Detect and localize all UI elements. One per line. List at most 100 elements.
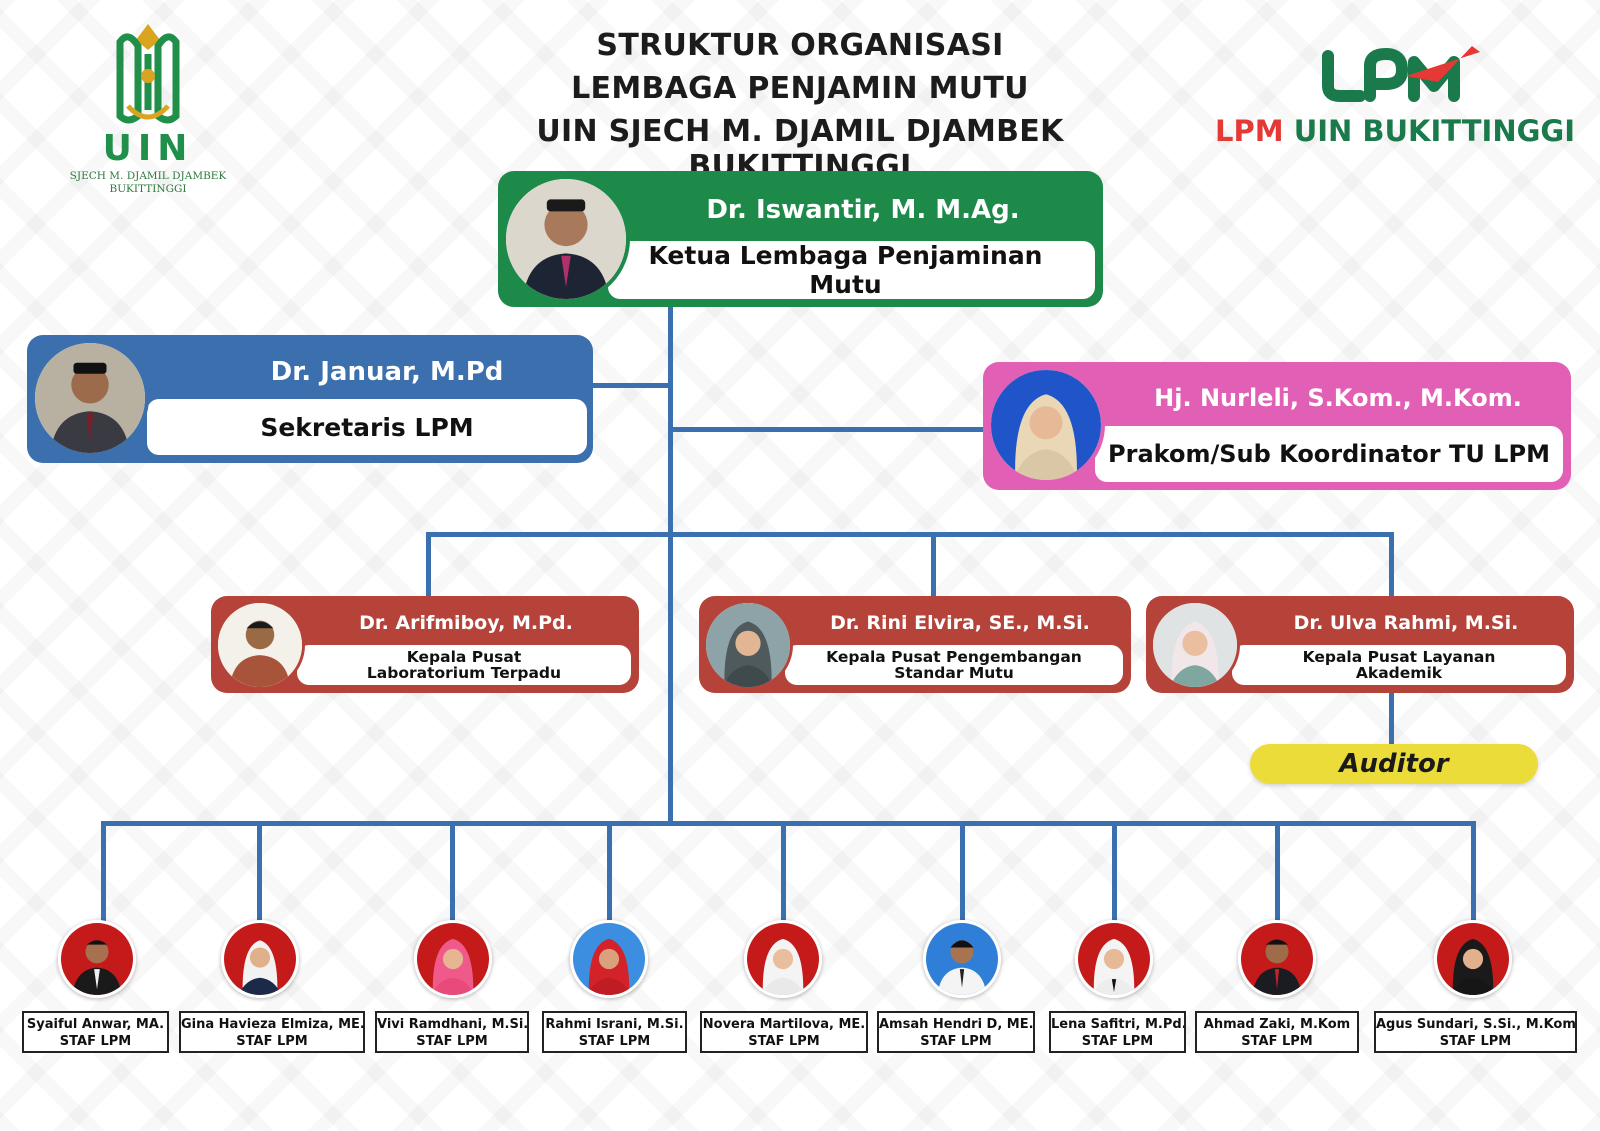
person-icon	[573, 923, 645, 995]
connector-staff-bar	[101, 821, 1476, 826]
sekretaris-card: Sekretaris LPM Dr. Januar, M.Pd	[27, 335, 593, 463]
kepala-pusat-role-2-line-2: Standar Mutu	[894, 664, 1014, 682]
kepala-pusat-role-2-line-1: Kepala Pusat Pengembangan	[826, 648, 1082, 666]
ketua-photo	[502, 175, 630, 303]
staff-title-7: STAF LPM	[1081, 1034, 1154, 1049]
staff-card-9: Agus Sundari, S.Si., M.Kom. STAF LPM	[1374, 1011, 1577, 1053]
uin-logo: UIN SJECH M. DJAMIL DJAMBEK BUKITTINGGI	[68, 20, 228, 200]
staff-card-2: Gina Havieza Elmiza, ME. STAF LPM	[179, 1011, 365, 1053]
connector-staff-1	[101, 821, 106, 921]
staff-card-6: Amsah Hendri D, ME. STAF LPM	[877, 1011, 1035, 1053]
uin-emblem-icon	[116, 24, 180, 124]
staff-name-9: Agus Sundari, S.Si., M.Kom.	[1376, 1017, 1577, 1032]
connector-staff-3	[450, 821, 455, 921]
kepala-pusat-role-3-line-2: Akademik	[1355, 664, 1443, 682]
kepala-pusat-role-1-line-1: Kepala Pusat	[406, 648, 522, 666]
person-icon	[1437, 923, 1509, 995]
staff-title-9: STAF LPM	[1439, 1034, 1512, 1049]
connector-sekretaris	[590, 383, 673, 388]
connector-kepala-bar	[426, 532, 1394, 537]
kepala-pusat-photo-3	[1150, 600, 1240, 690]
kepala-pusat-name-3: Dr. Ulva Rahmi, M.Si.	[1293, 612, 1519, 634]
staff-card-1: Syaiful Anwar, MA. STAF LPM	[22, 1011, 169, 1053]
sekretaris-role-panel: Sekretaris LPM	[147, 399, 587, 455]
prakom-card: Prakom/Sub Koordinator TU LPM Hj. Nurlel…	[983, 362, 1571, 490]
uin-logo-word: UIN	[102, 128, 194, 169]
kepala-pusat-card-2: Kepala Pusat Pengembangan Standar Mutu D…	[699, 596, 1131, 693]
ketua-card: Ketua Lembaga Penjaminan Mutu Dr. Iswant…	[498, 171, 1103, 307]
staff-photo-3	[414, 920, 492, 998]
kepala-pusat-card-3: Kepala Pusat Layanan Akademik Dr. Ulva R…	[1146, 596, 1574, 693]
staff-title-2: STAF LPM	[236, 1034, 308, 1049]
staff-name-4: Rahmi Israni, M.Si.	[545, 1017, 684, 1032]
staff-title-6: STAF LPM	[920, 1034, 992, 1049]
staff-photo-8	[1238, 920, 1316, 998]
person-icon	[218, 603, 302, 687]
staff-card-8: Ahmad Zaki, M.Kom STAF LPM	[1195, 1011, 1359, 1053]
staff-name-7: Lena Safitri, M.Pd.	[1051, 1017, 1186, 1032]
person-icon	[35, 343, 145, 453]
connector-staff-7	[1112, 821, 1117, 921]
staff-card-3: Vivi Ramdhani, M.Si. STAF LPM	[375, 1011, 529, 1053]
prakom-name: Hj. Nurleli, S.Kom., M.Kom.	[1154, 384, 1522, 412]
staff-card-7: Lena Safitri, M.Pd. STAF LPM	[1049, 1011, 1186, 1053]
staff-card-4: Rahmi Israni, M.Si. STAF LPM	[542, 1011, 687, 1053]
lpm-logo: LPM UIN BUKITTINGGI	[1210, 40, 1580, 160]
kepala-pusat-role-panel-3: Kepala Pusat Layanan Akademik	[1232, 645, 1566, 685]
kepala-pusat-role-panel-2: Kepala Pusat Pengembangan Standar Mutu	[785, 645, 1123, 685]
connector-trunk	[668, 305, 673, 826]
kepala-pusat-name-2: Dr. Rini Elvira, SE., M.Si.	[830, 612, 1090, 634]
prakom-role-panel: Prakom/Sub Koordinator TU LPM	[1095, 426, 1563, 482]
kepala-pusat-role-1-line-2: Laboratorium Terpadu	[366, 664, 562, 682]
lpm-emblem-icon	[1322, 46, 1480, 102]
lpm-caption-red: LPM	[1214, 114, 1284, 148]
connector-staff-5	[781, 821, 786, 921]
connector-kepala-2	[931, 532, 936, 596]
lpm-caption: LPM UIN BUKITTINGGI	[1210, 114, 1580, 148]
ketua-role: Ketua Lembaga Penjaminan Mutu	[648, 241, 1043, 299]
sekretaris-role: Sekretaris LPM	[260, 412, 474, 442]
staff-name-3: Vivi Ramdhani, M.Si.	[377, 1017, 529, 1032]
sekretaris-photo	[31, 339, 149, 457]
person-icon	[1241, 923, 1313, 995]
person-icon	[1078, 923, 1150, 995]
connector-staff-4	[607, 821, 612, 921]
chart-title-line-1: STRUKTUR ORGANISASI	[596, 28, 1004, 63]
kepala-pusat-card-1: Kepala Pusat Laboratorium Terpadu Dr. Ar…	[211, 596, 639, 693]
connector-staff-2	[257, 821, 262, 921]
person-icon	[61, 923, 133, 995]
sekretaris-name: Dr. Januar, M.Pd	[270, 357, 504, 387]
staff-name-2: Gina Havieza Elmiza, ME.	[181, 1017, 365, 1032]
staff-name-5: Novera Martilova, ME.	[702, 1017, 866, 1032]
person-icon	[706, 603, 790, 687]
uin-logo-subtitle-2: BUKITTINGGI	[109, 183, 187, 195]
person-icon	[224, 923, 296, 995]
staff-photo-1	[58, 920, 136, 998]
staff-name-6: Amsah Hendri D, ME.	[879, 1017, 1034, 1032]
kepala-pusat-photo-1	[215, 600, 305, 690]
kepala-pusat-photo-2	[703, 600, 793, 690]
staff-name-8: Ahmad Zaki, M.Kom	[1203, 1017, 1351, 1032]
staff-title-5: STAF LPM	[748, 1034, 820, 1049]
kepala-pusat-name-1: Dr. Arifmiboy, M.Pd.	[359, 612, 573, 634]
connector-auditor	[1389, 690, 1394, 746]
staff-title-3: STAF LPM	[416, 1034, 488, 1049]
chart-title-line-2: LEMBAGA PENJAMIN MUTU	[571, 71, 1029, 106]
staff-title-4: STAF LPM	[578, 1034, 651, 1049]
connector-staff-9	[1471, 821, 1476, 921]
prakom-role: Prakom/Sub Koordinator TU LPM	[1108, 440, 1550, 468]
auditor-badge: Auditor	[1250, 744, 1538, 784]
prakom-photo	[987, 366, 1105, 484]
connector-staff-6	[960, 821, 965, 921]
person-icon	[417, 923, 489, 995]
ketua-name: Dr. Iswantir, M. M.Ag.	[706, 195, 1020, 225]
kepala-pusat-role-3-line-1: Kepala Pusat Layanan	[1302, 648, 1496, 666]
staff-photo-9	[1434, 920, 1512, 998]
staff-title-8: STAF LPM	[1241, 1034, 1313, 1049]
staff-name-1: Syaiful Anwar, MA.	[26, 1017, 165, 1032]
staff-photo-4	[570, 920, 648, 998]
connector-staff-8	[1275, 821, 1280, 921]
staff-title-1: STAF LPM	[59, 1034, 132, 1049]
person-icon	[991, 370, 1101, 480]
connector-prakom	[668, 427, 988, 432]
